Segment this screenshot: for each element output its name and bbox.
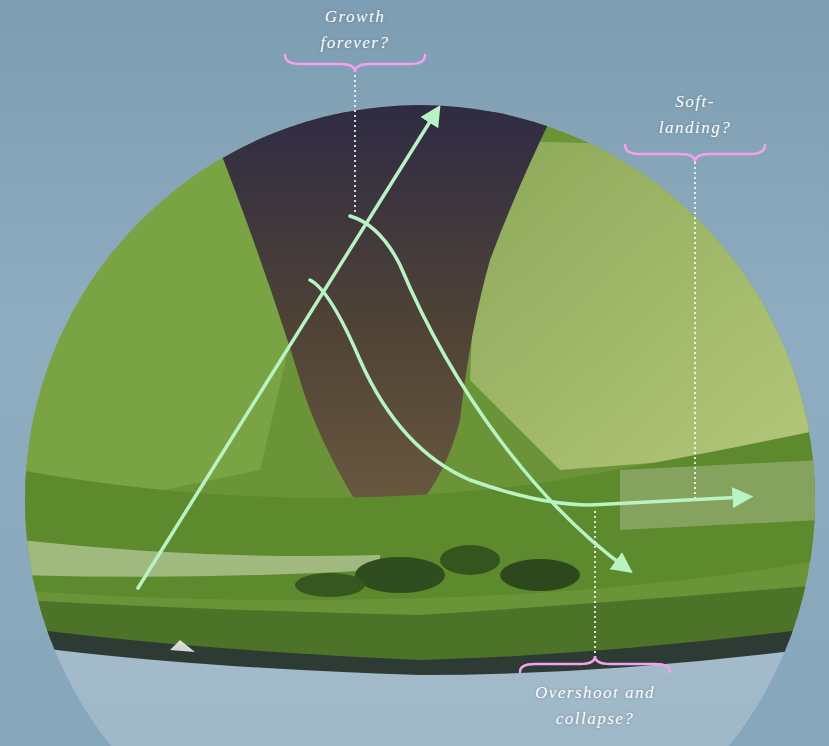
soft-landing-arrow — [310, 280, 745, 505]
collapse-arrow — [350, 216, 626, 568]
braces — [285, 55, 765, 672]
trajectory-arrows — [138, 112, 745, 588]
scenario-label: Overshoot and collapse? — [525, 680, 665, 731]
leader-lines — [355, 75, 695, 653]
scenario-label: Soft- landing? — [650, 89, 740, 140]
scenario-label: Growth forever? — [305, 4, 405, 55]
growth-arrow — [138, 112, 436, 588]
